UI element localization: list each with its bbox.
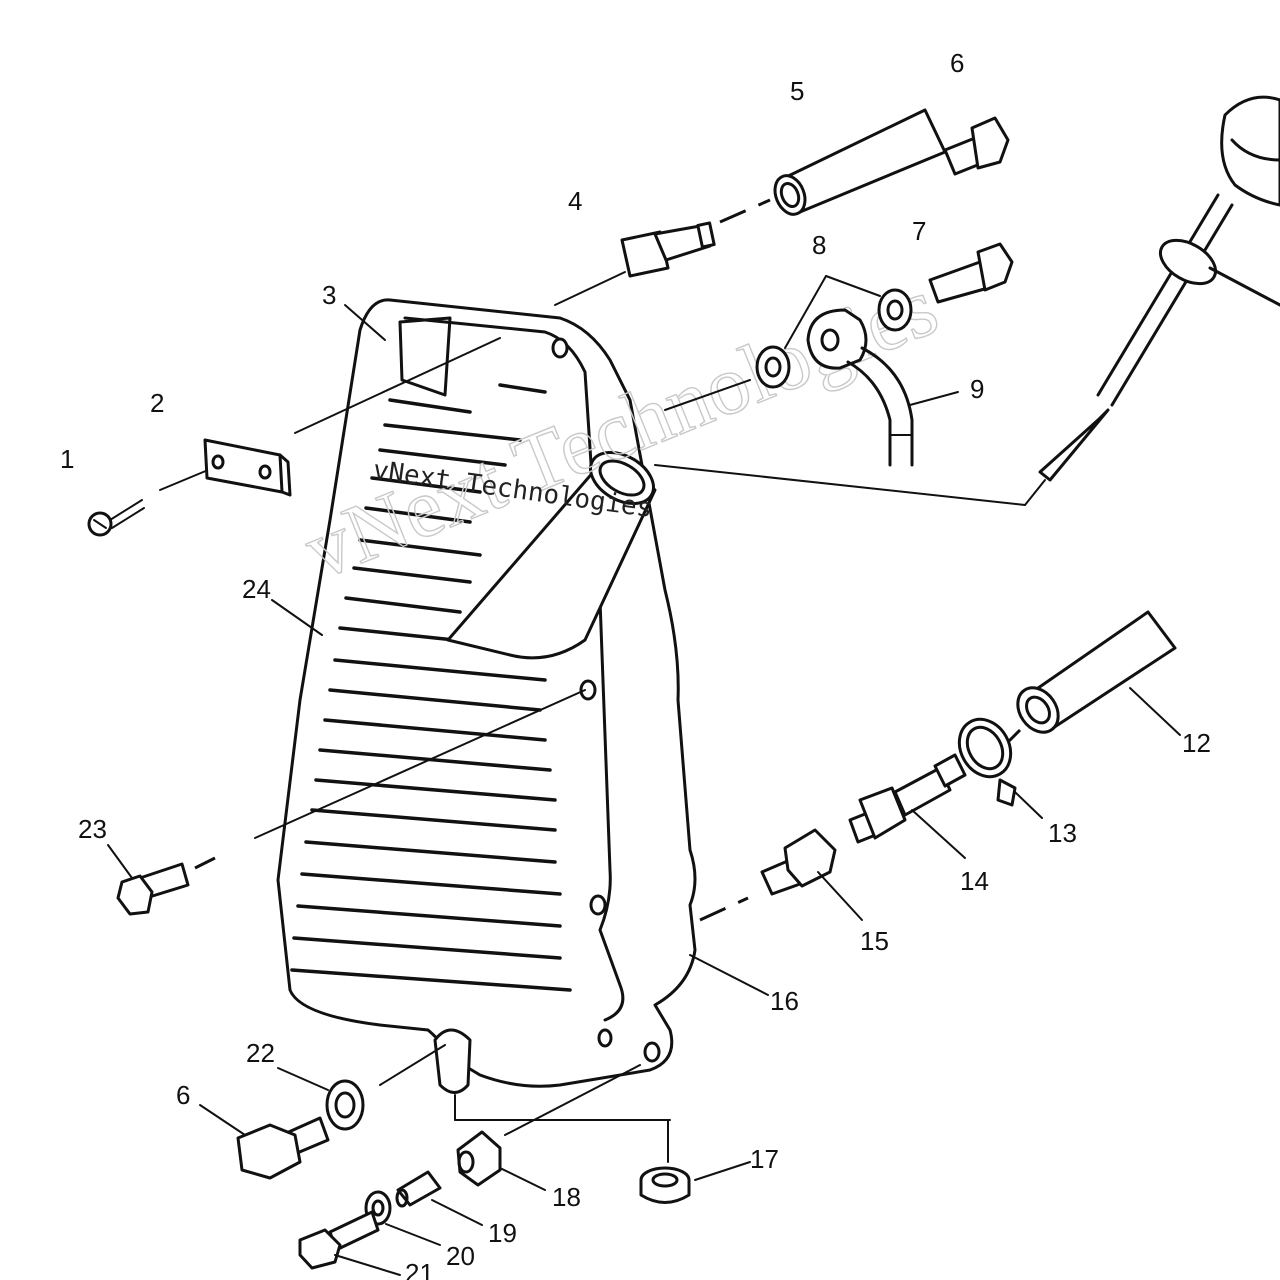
- callout-5: 5: [790, 76, 804, 106]
- callout-13: 13: [1048, 818, 1077, 848]
- part-13-hose-clamp: [957, 717, 1043, 819]
- callout-8: 8: [812, 230, 826, 260]
- callout-19: 19: [488, 1218, 517, 1248]
- callout-21: 21: [405, 1258, 434, 1280]
- part-5-hose: [773, 108, 947, 216]
- tank-ribs: [290, 383, 572, 992]
- callout-15: 15: [860, 926, 889, 956]
- callout-20: 20: [446, 1241, 475, 1271]
- part-9-banjo-line: [664, 308, 959, 467]
- part-6-drain-bolt: [199, 1104, 330, 1180]
- part-17-grommet: [454, 1094, 751, 1204]
- part-24-leader: [271, 599, 323, 636]
- part-15-fitting: [699, 828, 863, 922]
- part-22-washer: [277, 1044, 446, 1131]
- callout-18: 18: [552, 1182, 581, 1212]
- part-7-bolt: [928, 242, 1014, 304]
- callout-14: 14: [960, 866, 989, 896]
- callout-12: 12: [1182, 728, 1211, 758]
- part-3-leader: [344, 304, 386, 341]
- filler-neck: [446, 450, 657, 660]
- part-6-bolt-top: [943, 116, 1010, 176]
- part-12-hose: [1003, 610, 1181, 747]
- callout-labels: 1 2 3 4 5 6 7 8 9 12 13 14 15 16 17 18 1…: [60, 48, 1211, 1280]
- part-2-bracket: [203, 337, 501, 497]
- callout-17: 17: [750, 1144, 779, 1174]
- part-8-washers: [755, 275, 913, 389]
- callout-24: 24: [242, 574, 271, 604]
- part-4-fitting: [554, 198, 771, 306]
- callout-6: 6: [950, 48, 964, 78]
- part-1-screw: [87, 469, 209, 537]
- part-16-leader: [689, 954, 769, 996]
- callout-22: 22: [246, 1038, 275, 1068]
- callout-23: 23: [78, 814, 107, 844]
- callout-3: 3: [322, 280, 336, 310]
- callout-1: 1: [60, 444, 74, 474]
- oil-tank-body: [276, 298, 697, 1094]
- part-20-washer: [364, 1190, 441, 1246]
- callout-9: 9: [970, 374, 984, 404]
- part-18-grommet: [456, 1064, 641, 1191]
- callout-6-drain: 6: [176, 1080, 190, 1110]
- callout-7: 7: [912, 216, 926, 246]
- part-21-bolt: [298, 1210, 401, 1276]
- callout-4: 4: [568, 186, 582, 216]
- dipstick: [654, 95, 1280, 506]
- callout-16: 16: [770, 986, 799, 1016]
- part-19-spacer: [395, 1170, 483, 1226]
- part-23-bolt: [107, 689, 586, 916]
- part-14-barbed-fitting: [848, 753, 967, 859]
- callout-2: 2: [150, 388, 164, 418]
